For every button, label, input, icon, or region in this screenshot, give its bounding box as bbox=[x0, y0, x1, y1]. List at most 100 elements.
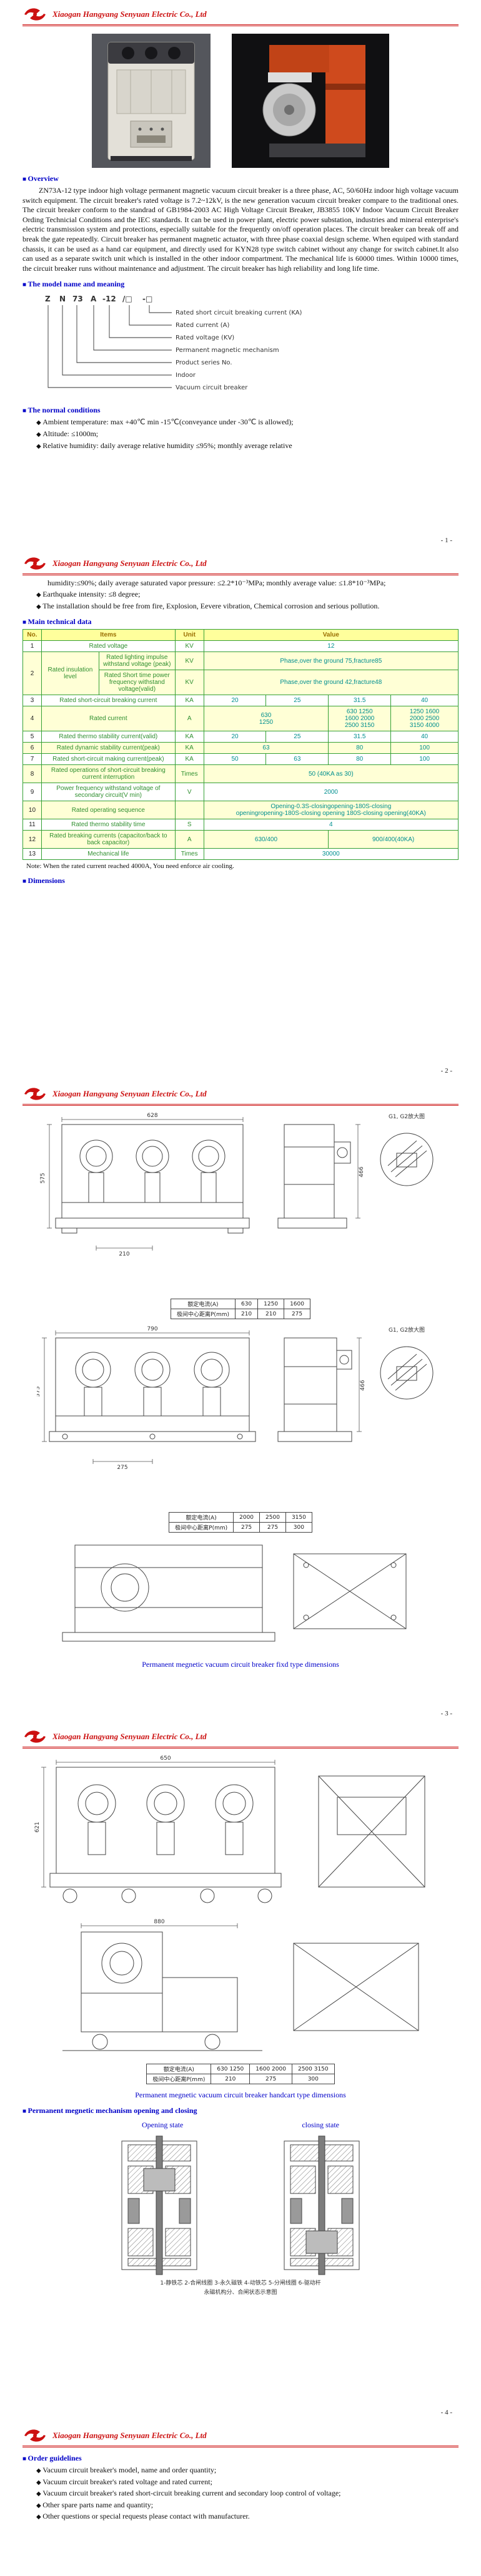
table-cell: Unit bbox=[174, 629, 204, 642]
normal-conditions-list: Ambient temperature: max +40℃ min -15℃(c… bbox=[22, 417, 459, 451]
table-cell: Items bbox=[41, 629, 176, 642]
table-row: 11 Rated thermo stability time S 4 bbox=[22, 819, 459, 831]
table-row: 4 Rated current A 630 1250 630 1250 1600… bbox=[22, 706, 459, 732]
handcart-side-view-drawing: 880 bbox=[62, 1919, 419, 2051]
table-row: 12 Rated breaking currents (capacitor/ba… bbox=[22, 830, 459, 849]
table-cell: 3 bbox=[22, 695, 42, 707]
product-photos bbox=[22, 34, 459, 168]
table-cell: 50 (40KA as 30) bbox=[203, 764, 459, 784]
table-cell: 31.5 bbox=[328, 695, 392, 707]
dimension-label: 880 bbox=[154, 1919, 164, 1925]
table-cell: 275 bbox=[259, 1522, 286, 1533]
order-item: Other spare parts name and quantity; bbox=[36, 2500, 459, 2510]
dimension-label: 628 bbox=[147, 1113, 157, 1119]
table-cell: 2000 bbox=[233, 1512, 260, 1523]
model-label: Rated short circuit breaking current (KA… bbox=[176, 310, 302, 316]
table-note: Note: When the rated current reached 400… bbox=[26, 862, 234, 871]
table-cell: 900/400(40KA) bbox=[328, 830, 459, 849]
page-number: - 1 - bbox=[440, 537, 452, 544]
table-cell: Opening-0.3S-closingopening-180S-closing… bbox=[203, 801, 459, 820]
table-row: 额定电流(A) 630 1250 1600 2000 2500 3150 bbox=[146, 2064, 335, 2074]
detail-view-g1-g2: G1, G2放大图 bbox=[380, 1113, 434, 1186]
table-cell: 100 bbox=[390, 742, 459, 754]
table-cell: 20 bbox=[203, 695, 267, 707]
table-cell: KV bbox=[174, 651, 204, 671]
normal-conditions-list-cont: Earthquake intensity: ≤8 degree; The ins… bbox=[22, 590, 459, 611]
detail-view-label: G1, G2放大图 bbox=[389, 1113, 425, 1120]
table-cell: Phase,over the ground 75,fracture85 bbox=[203, 651, 459, 671]
table-cell: 63 bbox=[265, 753, 329, 766]
table-cell bbox=[174, 801, 204, 820]
fixed-type-wide-side-drawing bbox=[62, 1544, 407, 1642]
mechanism-closing-drawing bbox=[284, 2135, 360, 2275]
table-cell: 40 bbox=[390, 731, 459, 743]
table-cell: 13 bbox=[22, 848, 42, 861]
table-cell: 25 bbox=[265, 731, 329, 743]
table-row: 7 Rated short-circuit making current(pea… bbox=[22, 753, 459, 766]
company-logo-icon bbox=[24, 557, 46, 570]
overview-heading: Overview bbox=[22, 174, 459, 183]
table-row: 5 Rated thermo stability current(valid) … bbox=[22, 731, 459, 743]
fixed-type-dimension-table-1: 额定电流(A) 630 1250 1600 极间中心距离P(mm) 210 21… bbox=[171, 1299, 310, 1319]
table-cell: 12 bbox=[203, 640, 459, 653]
company-logo-icon bbox=[24, 2429, 46, 2442]
table-cell: 630/400 bbox=[203, 830, 329, 849]
order-guidelines-list: Vacuum circuit breaker's model, name and… bbox=[22, 2466, 459, 2522]
order-item: Vacuum circuit breaker's rated short-cir… bbox=[36, 2489, 459, 2499]
model-meaning-heading: The model name and meaning bbox=[22, 280, 459, 289]
model-token: -12 bbox=[102, 295, 116, 303]
table-cell: Rated breaking currents (capacitor/back … bbox=[41, 830, 176, 849]
dimensions-heading: Dimensions bbox=[22, 876, 459, 886]
table-row: 3 Rated short-circuit breaking current K… bbox=[22, 695, 459, 707]
page-header: Xiaogan Hangyang Senyuan Electric Co., L… bbox=[22, 1086, 459, 1106]
condition-item: Relative humidity: daily average relativ… bbox=[36, 441, 459, 451]
product-photo-side bbox=[232, 34, 389, 168]
company-name: Xiaogan Hangyang Senyuan Electric Co., L… bbox=[52, 1089, 207, 1098]
order-guidelines-heading: Order guidelines bbox=[22, 2454, 459, 2463]
table-cell: 300 bbox=[285, 1522, 312, 1533]
table-cell: 9 bbox=[22, 783, 42, 802]
table-cell: 4 bbox=[203, 819, 459, 831]
humidity-continuation: humidity:≤90%; daily average saturated v… bbox=[47, 578, 386, 587]
table-cell: 7 bbox=[22, 753, 42, 766]
table-cell: 3150 bbox=[285, 1512, 312, 1523]
table-cell: 1 bbox=[22, 640, 42, 653]
table-row: 极间中心距离P(mm) 210 275 300 bbox=[146, 2074, 335, 2084]
table-cell: 10 bbox=[22, 801, 42, 820]
page-1: Xiaogan Hangyang Senyuan Electric Co., L… bbox=[0, 0, 481, 549]
page-number: - 2 - bbox=[440, 1067, 452, 1075]
mechanism-drawings bbox=[22, 2134, 459, 2277]
table-cell: Rated insulation level bbox=[41, 651, 99, 696]
table-cell: 50 bbox=[203, 753, 267, 766]
condition-item: Ambient temperature: max +40℃ min -15℃(c… bbox=[36, 417, 459, 427]
table-row: 极间中心距离P(mm) 210 210 275 bbox=[171, 1309, 310, 1319]
page-5: Xiaogan Hangyang Senyuan Electric Co., L… bbox=[0, 2421, 481, 2576]
table-cell: 210 bbox=[257, 1309, 285, 1319]
model-label: Vacuum circuit breaker bbox=[176, 384, 248, 391]
table-cell: Rated operating sequence bbox=[41, 801, 176, 820]
table-cell: Power frequency withstand voltage of sec… bbox=[41, 783, 176, 802]
normal-conditions-heading: The normal conditions bbox=[22, 406, 459, 415]
table-cell: 20 bbox=[203, 731, 267, 743]
table-row: 13 Mechanical life Times 30000 bbox=[22, 848, 459, 861]
table-cell: Value bbox=[203, 629, 459, 642]
mechanism-heading: Permanent megnetic mechanism opening and… bbox=[22, 2106, 459, 2115]
company-name: Xiaogan Hangyang Senyuan Electric Co., L… bbox=[52, 1732, 207, 1741]
fixed-type-drawing-row-2: 790 275 575 466 G1, G2放大图 bbox=[22, 1323, 459, 1510]
condition-item: The installation should be free from fir… bbox=[36, 602, 459, 612]
table-cell: Rated dynamic stability current(peak) bbox=[41, 742, 176, 754]
table-row: 9 Power frequency withstand voltage of s… bbox=[22, 783, 459, 802]
table-cell: 30000 bbox=[203, 848, 459, 861]
table-cell: 额定电流(A) bbox=[146, 2064, 212, 2074]
company-logo-icon bbox=[24, 1730, 46, 1743]
fixed-type-front-view-drawing: 628 210 575 bbox=[40, 1113, 250, 1257]
model-token: -□ bbox=[142, 295, 152, 303]
table-cell: Phase,over the ground 42,fracture48 bbox=[203, 670, 459, 696]
opening-state-label: Opening state bbox=[142, 2120, 184, 2129]
model-label: Permanent magnetic mechanism bbox=[176, 347, 279, 354]
table-cell: KV bbox=[174, 640, 204, 653]
model-label: Rated voltage (KV) bbox=[176, 334, 234, 341]
table-row: 额定电流(A) 2000 2500 3150 bbox=[169, 1512, 312, 1523]
table-cell: 2000 bbox=[203, 783, 459, 802]
